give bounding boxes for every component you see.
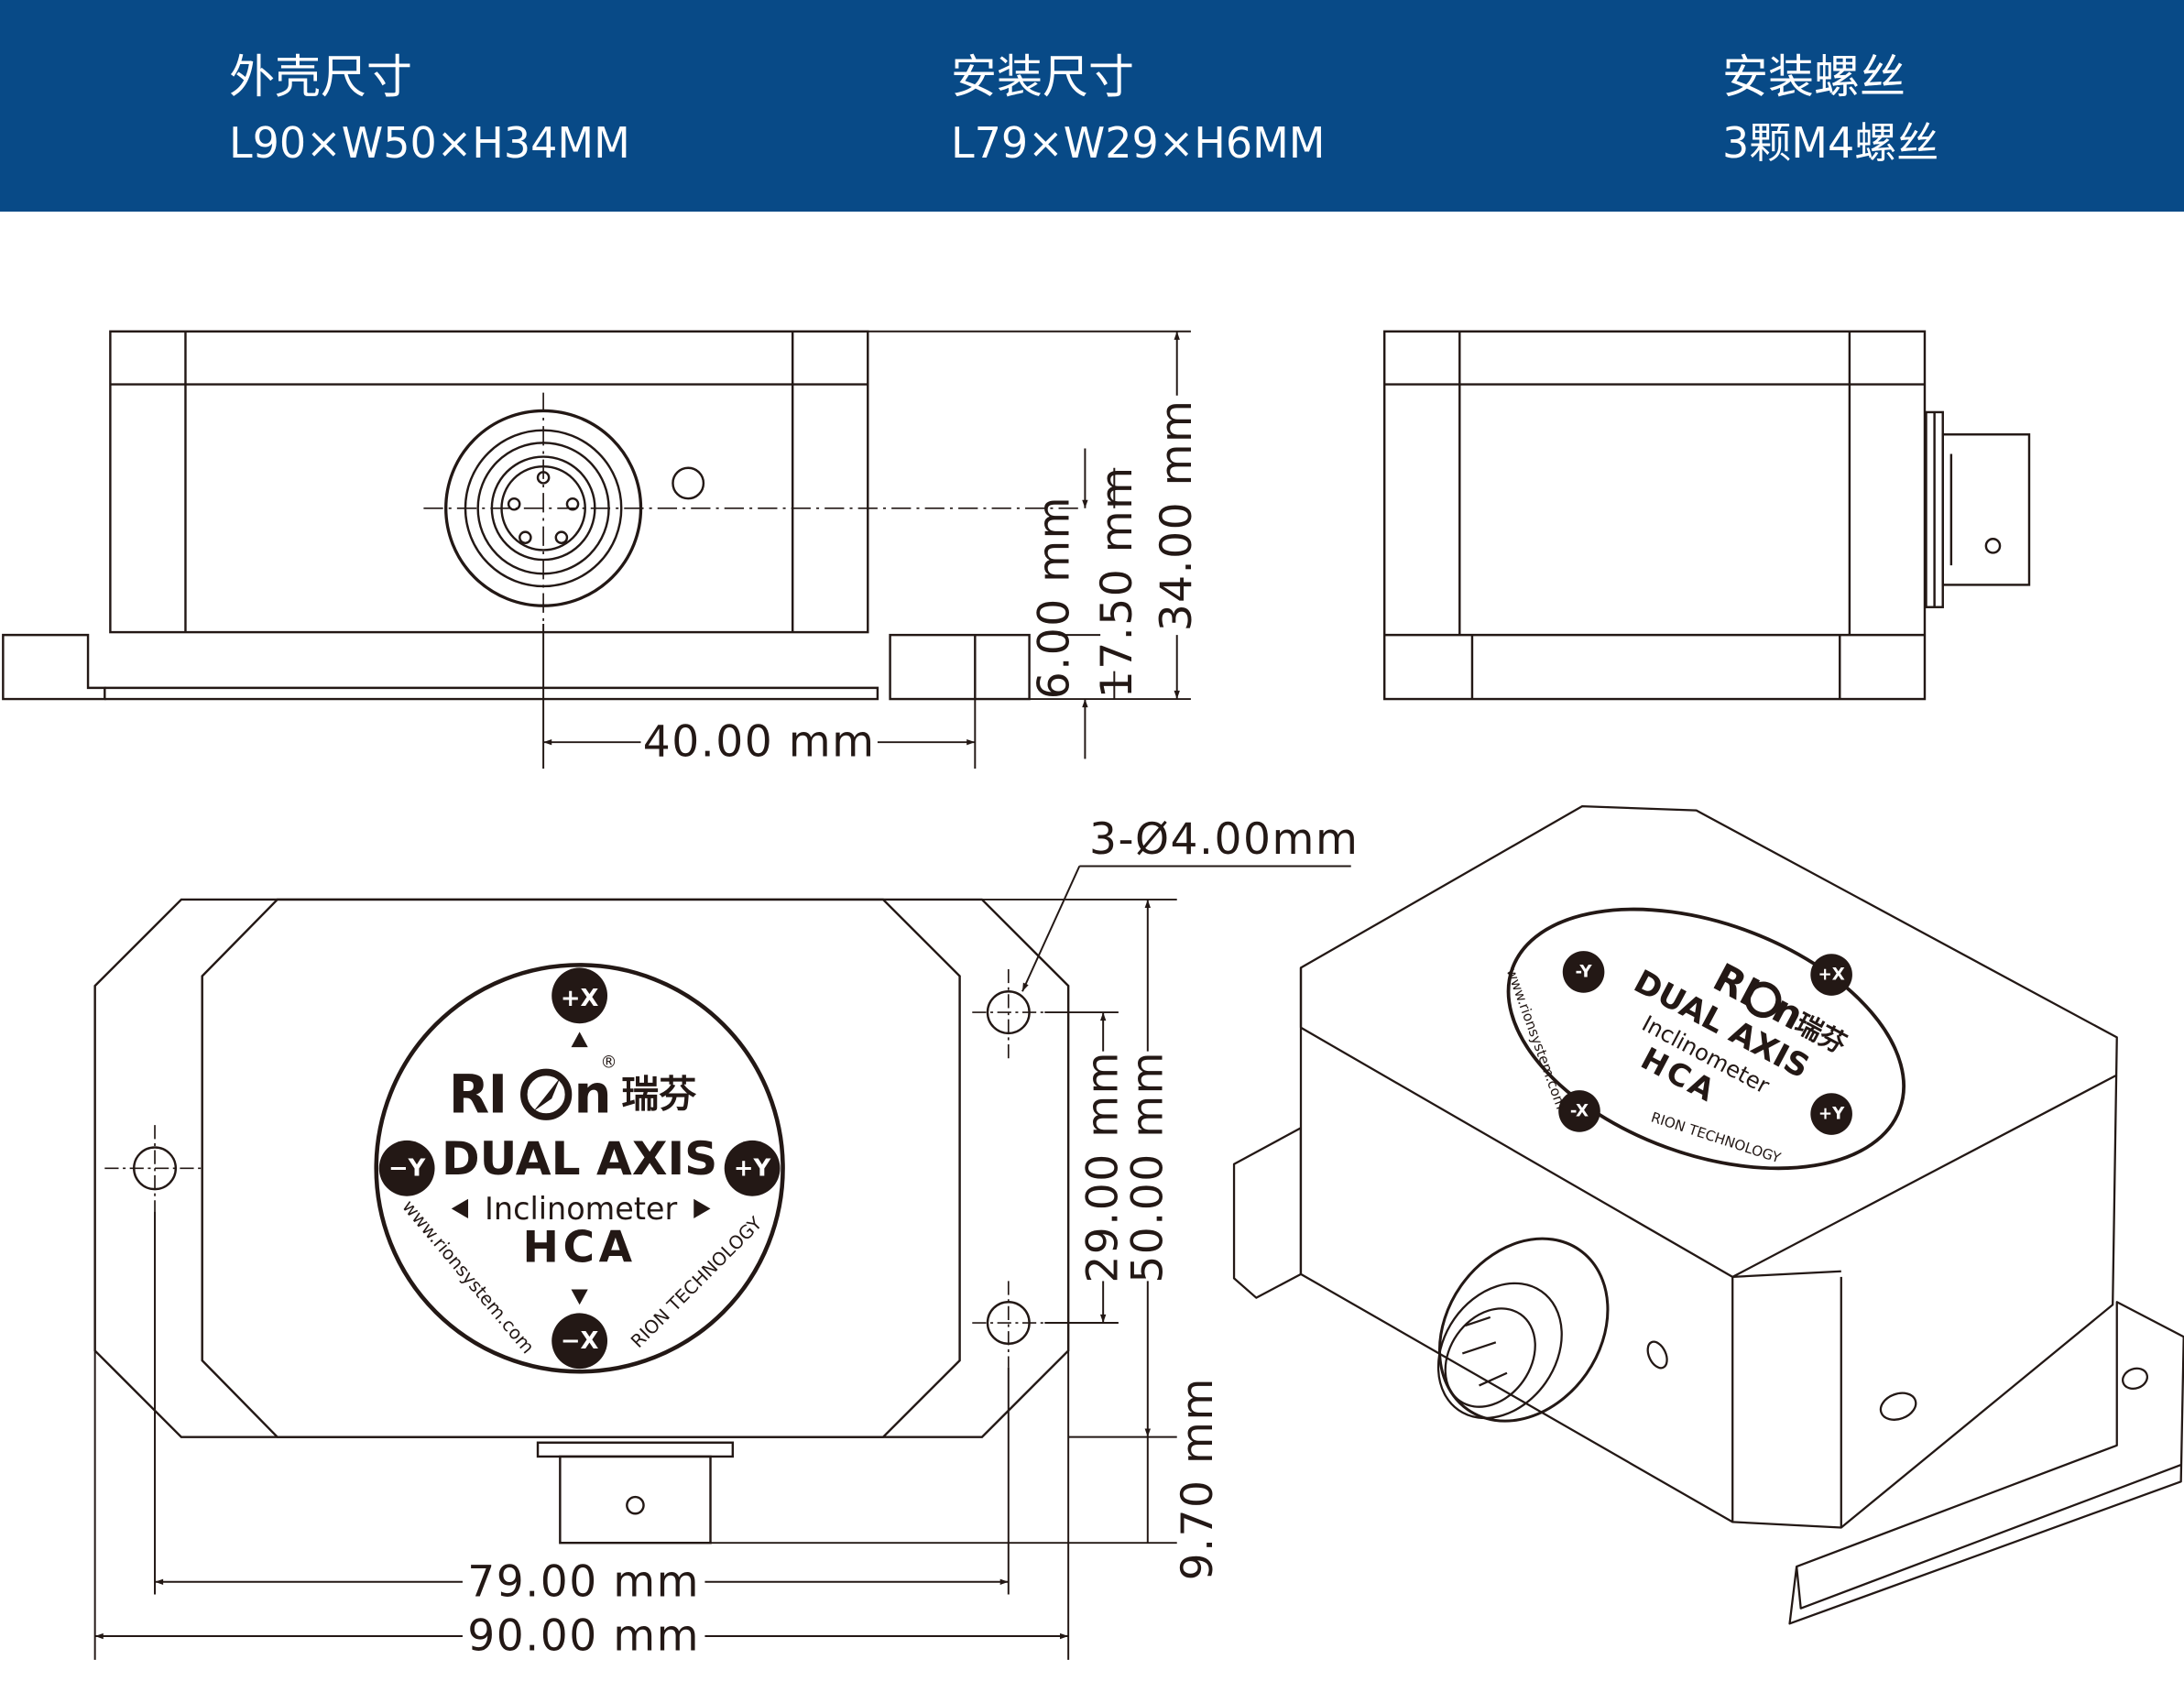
dim-connector-protrusion: 9.70 mm <box>1173 1377 1223 1580</box>
iso-compass-icon <box>1744 981 1782 1019</box>
spec-banner: 外壳尺寸 L90×W50×H34MM 安装尺寸 L79×W29×H6MM 安装螺… <box>0 0 2184 212</box>
product-label: +X −X −Y +Y RI n 瑞芬 ® DUAL AXIS Inclinom… <box>374 963 785 1374</box>
dim-total-width: 50.00 mm <box>1122 1051 1173 1283</box>
mounting-screw-spec: 安装螺丝 3颗M4螺丝 <box>1722 44 1938 176</box>
dim-hole-spacing-length: 79.00 mm <box>467 1556 700 1607</box>
arrow-right-icon <box>693 1198 711 1219</box>
iso-connector-outer <box>1437 1237 1610 1423</box>
iso-product-label <box>1506 907 1906 1171</box>
mounting-size-spec: 安装尺寸 L79×W29×H6MM <box>951 44 1326 176</box>
registered-mark: ® <box>600 1053 617 1072</box>
dim-connector-offset: 40.00 mm <box>643 717 876 768</box>
brand-logo-text: RI <box>449 1064 507 1126</box>
front-view <box>2 330 1081 701</box>
housing-size-value: L90×W50×H34MM <box>229 118 630 168</box>
brand-chinese: 瑞芬 <box>621 1073 696 1117</box>
top-connector-flange <box>536 1441 735 1458</box>
dim-hole-spec: 3-Ø4.00mm <box>1089 814 1359 865</box>
arrow-left-icon <box>451 1198 469 1219</box>
iso-axis-minus-y: -Y <box>1576 962 1593 981</box>
iso-axis-plus-y: +Y <box>1818 1105 1845 1124</box>
top-view <box>93 898 1070 1545</box>
housing-size-spec: 外壳尺寸 L90×W50×H34MM <box>229 44 630 176</box>
front-right-flange <box>889 633 1031 701</box>
side-housing-body <box>1382 330 1927 701</box>
housing-size-label: 外壳尺寸 <box>229 50 412 104</box>
top-connector-body <box>559 1455 712 1545</box>
side-view <box>1382 330 2031 701</box>
axis-plus-x: +X <box>561 985 599 1012</box>
iso-left-flange <box>1232 1127 1303 1299</box>
dim-total-height: 34.00 mm <box>1152 399 1202 632</box>
dim-flange-height: 6.00 mm <box>1029 496 1079 699</box>
axis-minus-y: −Y <box>388 1154 426 1182</box>
dim-connector-height: 17.50 mm <box>1092 465 1142 698</box>
brand-compass-icon <box>520 1068 573 1120</box>
top-dimension-lines <box>93 865 1351 1660</box>
iso-axis-plus-x: +X <box>1818 966 1844 985</box>
front-vent-hole <box>672 466 705 500</box>
mounting-size-label: 安装尺寸 <box>951 50 1134 104</box>
side-connector-body <box>1941 433 2031 586</box>
front-housing-body <box>109 330 869 634</box>
label-model-name: HCA <box>523 1222 637 1272</box>
isometric-view <box>1232 804 2184 1625</box>
mounting-screw-value: 3颗M4螺丝 <box>1722 118 1939 168</box>
axis-minus-x: −X <box>561 1327 599 1355</box>
axis-plus-y: +Y <box>734 1154 771 1182</box>
arrow-up-icon <box>571 1032 588 1048</box>
label-model-line: DUAL AXIS <box>442 1131 717 1185</box>
brand-logo-tail: n <box>574 1064 612 1126</box>
top-housing-outline <box>93 898 1070 1438</box>
front-left-flange <box>2 633 106 701</box>
dim-hole-spacing-width: 29.00 mm <box>1078 1051 1129 1283</box>
mounting-screw-label: 安装螺丝 <box>1722 50 1906 104</box>
front-dimension-lines <box>542 330 1191 770</box>
mounting-size-value: L79×W29×H6MM <box>951 118 1326 168</box>
iso-axis-minus-x: -X <box>1570 1101 1589 1120</box>
iso-housing-body <box>1299 804 2118 1529</box>
arrow-down-icon <box>571 1289 588 1305</box>
dim-total-length: 90.00 mm <box>467 1611 700 1662</box>
label-type-line: Inclinometer <box>485 1191 677 1227</box>
